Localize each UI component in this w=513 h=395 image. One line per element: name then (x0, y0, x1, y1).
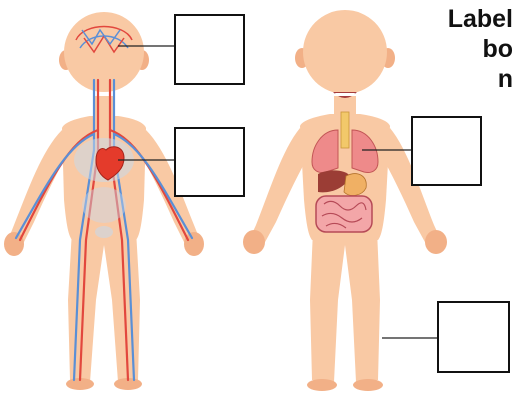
left-figure-head (64, 12, 144, 92)
right-figure-legs (310, 230, 380, 382)
left-figure-arm-left (8, 130, 70, 246)
title-line-2: bo (423, 34, 513, 64)
intestines (316, 196, 372, 232)
answer-box-heart[interactable] (174, 127, 245, 197)
intestine-faint (82, 187, 126, 223)
organs-figure (243, 10, 447, 391)
stomach (344, 174, 366, 196)
right-figure-head (303, 10, 387, 94)
teeth (335, 93, 355, 96)
trachea (341, 112, 349, 148)
right-figure-foot-right (353, 379, 383, 391)
answer-box-brain[interactable] (174, 14, 245, 85)
bladder-faint (95, 226, 113, 238)
right-figure-foot-left (307, 379, 337, 391)
title-line-1: Label (423, 4, 513, 34)
worksheet-title: Label bo n (423, 4, 513, 94)
answer-box-lungs[interactable] (411, 116, 482, 186)
title-line-3: n (423, 64, 513, 94)
right-figure-hand-left (243, 230, 265, 254)
answer-box-muscles[interactable] (437, 301, 510, 373)
right-figure-hand-right (425, 230, 447, 254)
